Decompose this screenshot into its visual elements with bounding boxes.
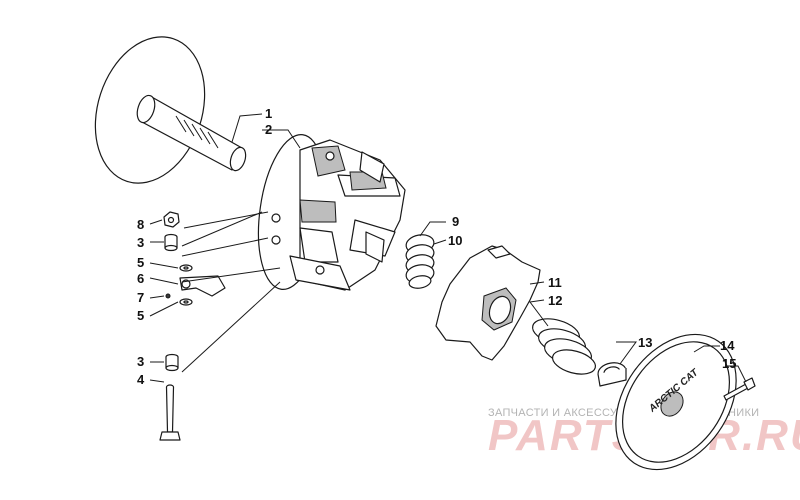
part-5-washer-upper: [179, 264, 193, 272]
part-4-bolt: [159, 384, 181, 441]
callout-9: 9: [452, 214, 459, 229]
callout-labels: 1 2 8 3 5 6 7 5 3 4 9 10 11 12 13 14 15: [137, 106, 736, 387]
callout-12: 12: [548, 293, 562, 308]
callout-3-upper: 3: [137, 235, 144, 250]
callout-11: 11: [548, 275, 562, 290]
part-13-bushing: [597, 362, 627, 387]
part-3-bushing-lower: [165, 353, 179, 372]
callout-10: 10: [448, 233, 462, 248]
part-8-nut: [163, 211, 180, 228]
callout-13: 13: [638, 335, 652, 350]
callout-8: 8: [137, 217, 144, 232]
callout-1: 1: [265, 106, 272, 121]
part-5-washer-lower: [179, 298, 193, 306]
callout-5-lower: 5: [137, 308, 144, 323]
leader-lines: [149, 113, 747, 383]
part-2-movable-sheave: [257, 134, 406, 291]
part-1-sheave: [94, 36, 247, 184]
callout-4: 4: [137, 372, 145, 387]
part-11-spider: [435, 245, 541, 361]
part-15-bolt: [723, 377, 756, 401]
part-9-10-spring: [405, 234, 435, 289]
callout-7: 7: [137, 290, 144, 305]
callout-5-upper: 5: [137, 255, 144, 270]
part-7-pin: [165, 293, 171, 299]
callout-6: 6: [137, 271, 144, 286]
part-14-cover: ARCTIC CAT: [615, 333, 737, 471]
callout-14: 14: [720, 338, 735, 353]
callout-2: 2: [265, 122, 272, 137]
part-3-bushing-upper: [164, 233, 178, 252]
part-12-spring: [532, 318, 597, 375]
callout-15: 15: [722, 356, 736, 371]
callout-3-lower: 3: [137, 354, 144, 369]
